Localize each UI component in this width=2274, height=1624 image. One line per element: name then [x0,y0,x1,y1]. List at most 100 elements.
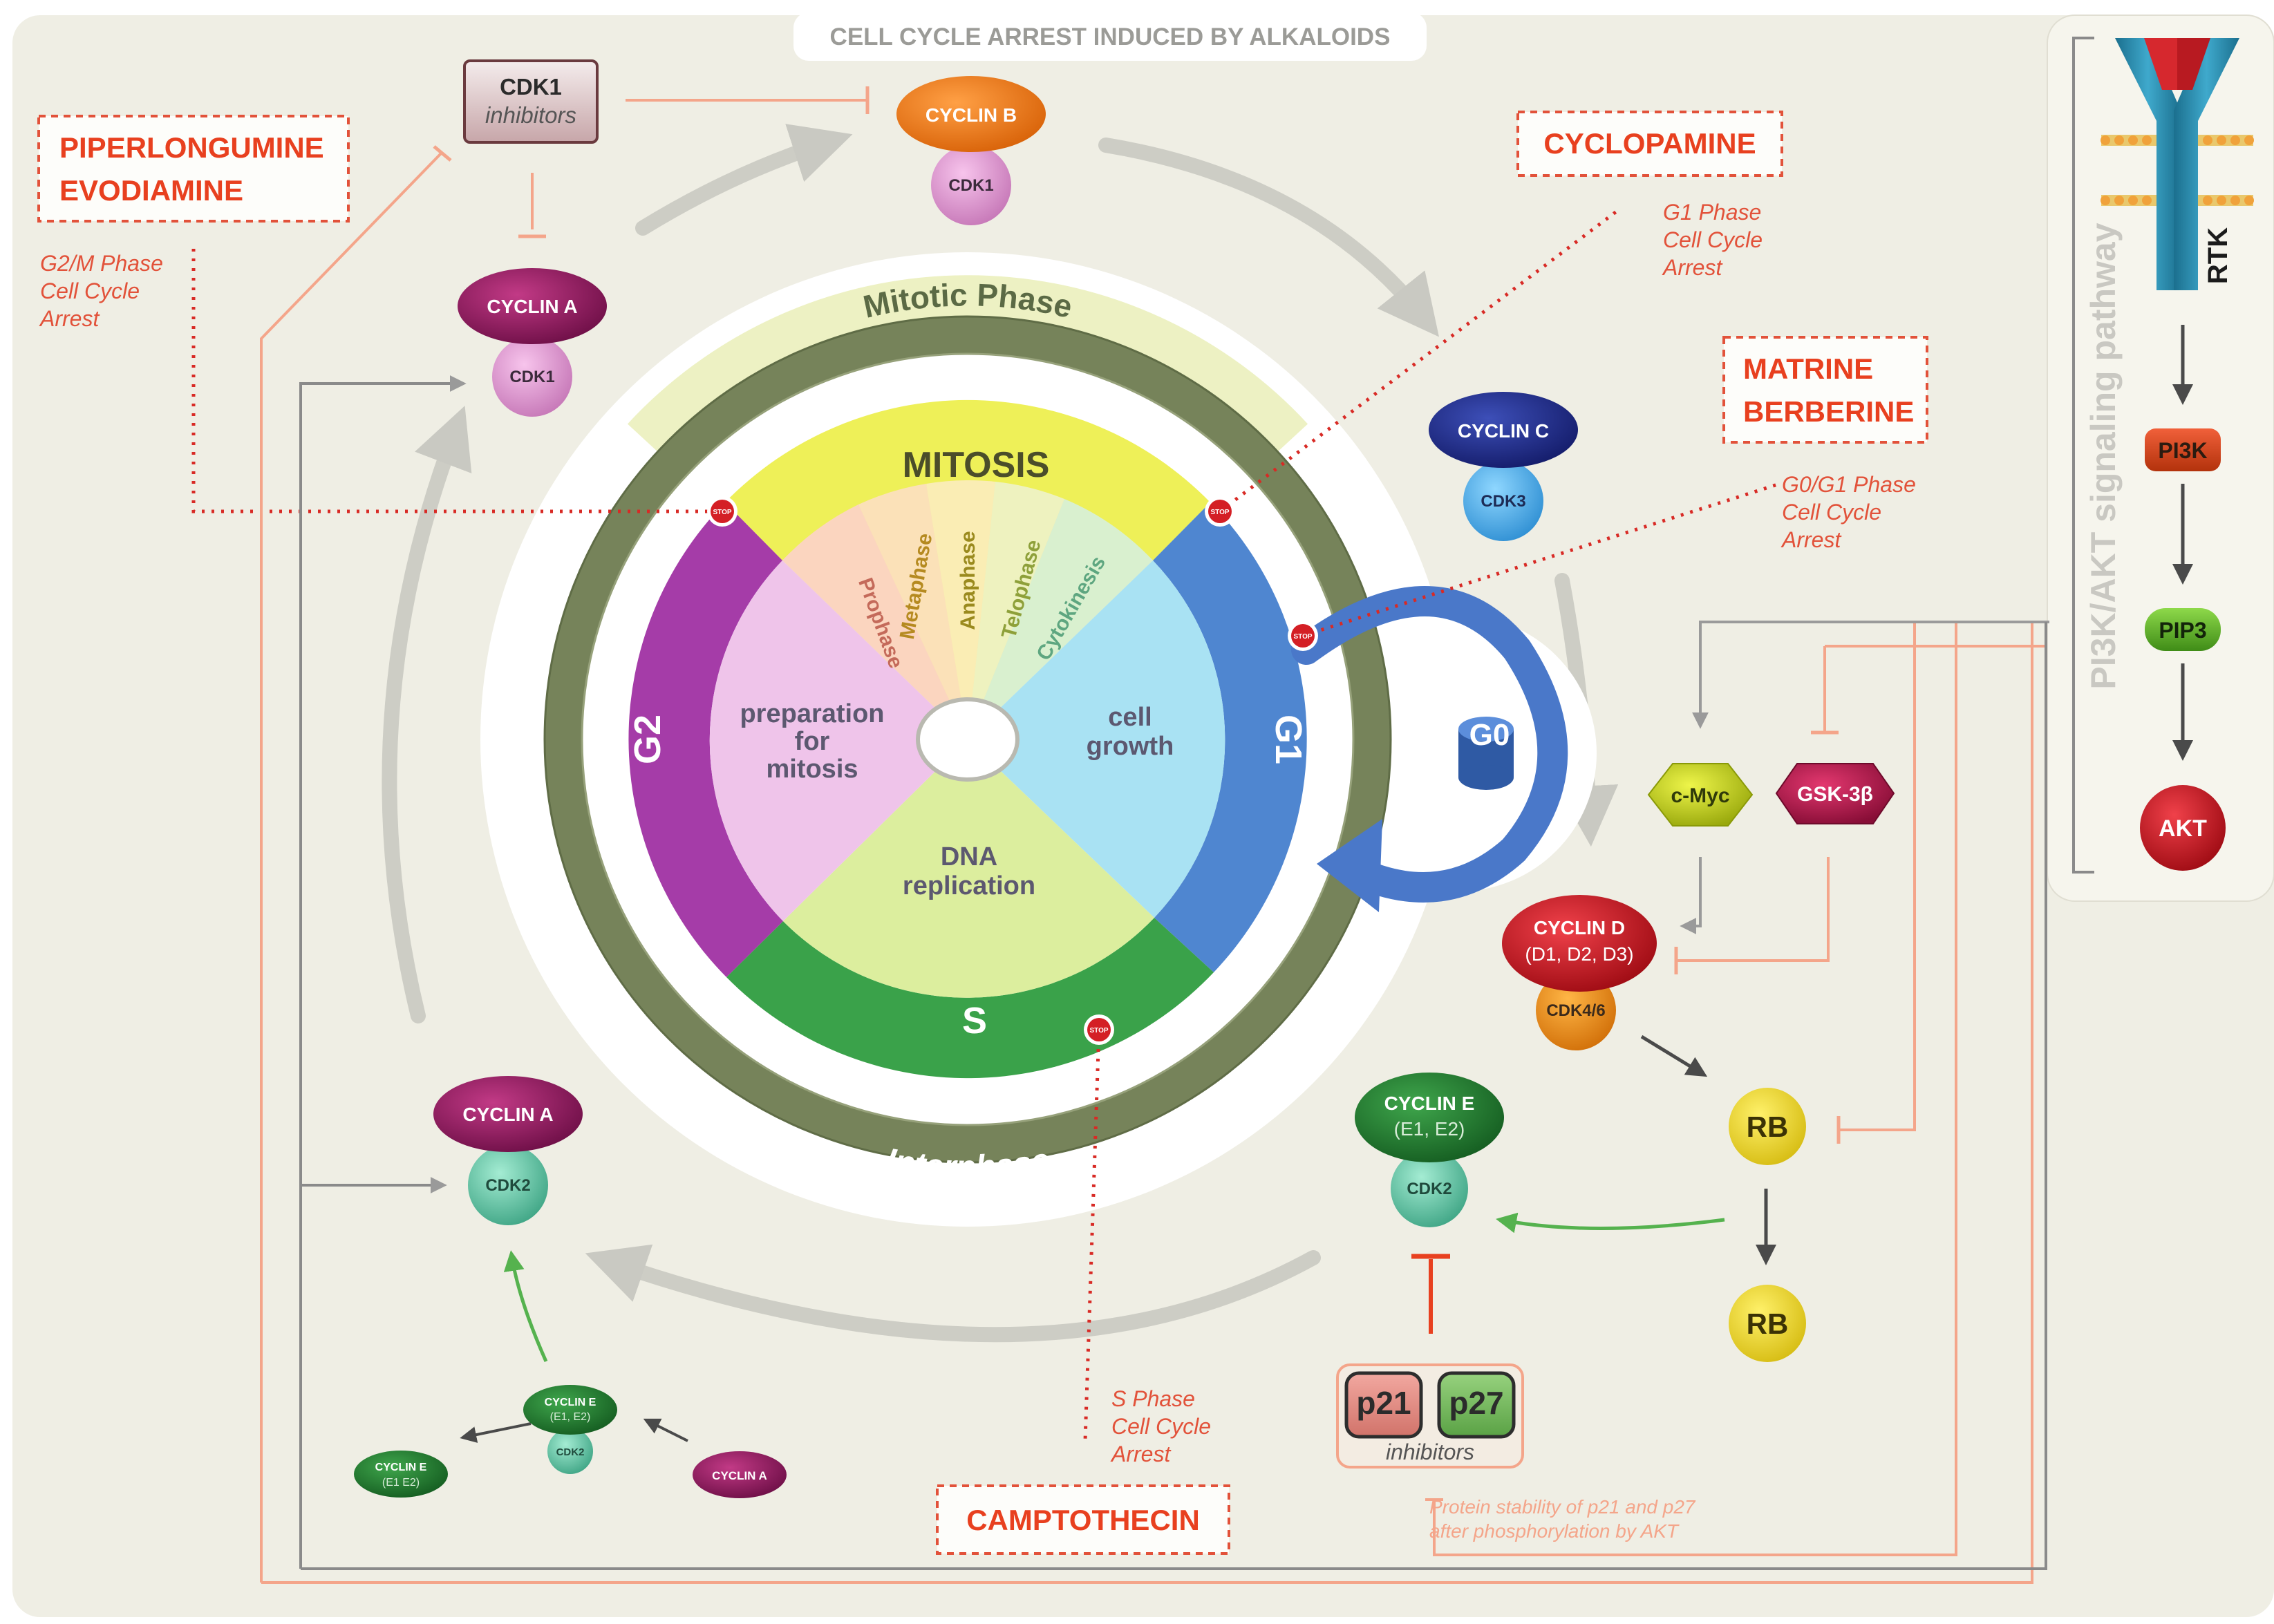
akt-node: AKT [2140,785,2226,871]
g1-text-2: growth [1087,732,1174,761]
cyclin-e-sub: (E1, E2) [1394,1118,1465,1140]
complex-small-cyclin-e-cdk2: CYCLIN E (E1, E2) CDK2 [523,1385,617,1474]
note-g1-3: Arrest [1662,255,1722,280]
connector-lines [260,86,2049,1584]
cyclin-b-cdk-label: CDK1 [948,176,993,195]
complex-cyclin-e-cdk2: CYCLIN E (E1, E2) CDK2 [1355,1073,1504,1227]
interphase-ring [544,316,1391,1163]
s-text-1: DNA [941,842,997,871]
g2-text-1: preparation [740,699,884,728]
small-cyclin-e-sub: (E1, E2) [550,1411,591,1423]
stop-sign-s: STOP [1084,1014,1114,1045]
alkaloid-box-cyclopamine: CYCLOPAMINE [1516,111,1783,177]
free-cyclin-a-label: CYCLIN A [712,1469,767,1482]
alkaloid-matrine: MATRINE [1743,352,1873,385]
phase-g1-label: G1 [1268,715,1309,764]
wheel-center-hole [916,697,1019,782]
alkaloid-box-matrine-berberine: MATRINE BERBERINE [1722,336,1928,444]
p21-label: p21 [1356,1385,1411,1421]
cdk1-inhibitors-name: CDK1 [500,74,562,100]
cyclin-d-label: CYCLIN D [1534,917,1625,938]
s-text-2: replication [903,871,1035,900]
cyclin-e-cdk-label: CDK2 [1407,1180,1451,1198]
stop-sign-label: STOP [713,509,731,516]
free-cyclin-e: CYCLIN E (E1 E2) [354,1451,448,1498]
c-myc-node: c-Myc [1647,763,1754,827]
p21-p27-inhibitors: p21 p27 inhibitors [1336,1363,1524,1469]
protein-stability-note-1: Protein stability of p21 and p27 [1429,1496,1696,1518]
alkaloid-evodiamine: EVODIAMINE [59,174,243,207]
stop-sign-g0g1: STOP [1288,621,1318,651]
alkaloid-cyclopamine: CYCLOPAMINE [1543,127,1756,160]
note-g0g1-3: Arrest [1780,527,1841,552]
note-g0g1-2: Cell Cycle [1782,500,1881,525]
cyclin-a2-cdk-label: CDK2 [485,1176,530,1195]
pi3k-label: PI3K [2158,438,2207,463]
phase-descriptions: preparation for mitosis cell growth DNA … [740,699,1174,900]
rb-node-2: RB [1729,1285,1806,1362]
rb-label-1: RB [1747,1111,1789,1143]
complex-cyclin-a-cdk2: CYCLIN A CDK2 [433,1076,583,1225]
stop-sign-label: STOP [1210,509,1229,516]
gsk3b-node: GSK-3β [1775,763,1895,824]
free-cyclin-a: CYCLIN A [693,1451,787,1498]
free-cyclin-e-sub: (E1 E2) [382,1477,420,1489]
note-g1-2: Cell Cycle [1663,227,1763,252]
pip3-node: PIP3 [2145,608,2221,651]
phase-g2-label: G2 [627,715,668,764]
cyclin-a-cdk-label: CDK1 [509,368,554,386]
small-cyclin-e-label: CYCLIN E [545,1397,596,1408]
cyclin-a-label: CYCLIN A [487,296,577,317]
cdk1-inhibitors-sub: inhibitors [485,102,576,128]
cyclin-c-label: CYCLIN C [1458,420,1549,442]
rb-label-2: RB [1747,1307,1789,1340]
title-tab [793,12,1427,61]
note-g2m-1: G2/M Phase [40,251,163,276]
inner-pie [709,480,1225,998]
g2-text-2: for [795,727,830,756]
note-g0g1-1: G0/G1 Phase [1782,472,1916,497]
alkaloid-box-camptothecin: CAMPTOTHECIN [936,1484,1230,1555]
pathway-title: PI3K/AKT signaling pathway [2084,223,2123,689]
phase-s-label: S [962,1000,987,1041]
complex-cyclin-a-cdk1: CYCLIN A CDK1 [458,268,607,417]
stage-anaphase: Anaphase [957,531,979,630]
note-s-1: S Phase [1111,1386,1195,1411]
complex-cyclin-d-cdk46: CYCLIN D (D1, D2, D3) CDK4/6 [1502,895,1657,1050]
cyclin-b-label: CYCLIN B [925,104,1017,126]
p27-label: p27 [1449,1385,1503,1421]
c-myc-label: c-Myc [1671,784,1729,807]
g0-arrowhead [1317,819,1382,912]
note-s-3: Arrest [1110,1442,1171,1466]
ring-edge-outer [543,315,1392,1164]
cyclin-d-cdk-label: CDK4/6 [1546,1001,1605,1020]
akt-label: AKT [2159,815,2207,842]
rtk-receptor [2101,38,2254,290]
complex-cyclin-b-cdk1: CYCLIN B CDK1 [896,76,1046,225]
arrest-notes: G2/M Phase Cell Cycle Arrest G1 Phase Ce… [39,200,1916,1466]
note-s-2: Cell Cycle [1111,1414,1211,1439]
complex-cyclin-c-cdk3: CYCLIN C CDK3 [1429,392,1578,541]
cyclin-c-cdk-label: CDK3 [1481,492,1525,511]
ring-edge-inner [581,352,1355,1126]
pip3-label: PIP3 [2159,618,2206,643]
note-g1-1: G1 Phase [1663,200,1761,225]
pi3k-node: PI3K [2145,428,2221,471]
g0-label: G0 [1469,718,1510,752]
diagram-title: CELL CYCLE ARREST INDUCED BY ALKALOIDS [830,23,1391,50]
cyclin-a2-label: CYCLIN A [462,1104,553,1125]
g2-text-3: mitosis [766,755,858,784]
mitotic-phase-arc [627,275,1308,466]
cdk1-inhibitors-box: CDK1 inhibitors [463,59,599,144]
mitosis-label: MITOSIS [903,445,1050,485]
free-cyclin-e-label: CYCLIN E [375,1462,427,1473]
stop-sign-label: STOP [1089,1027,1108,1035]
p21-p27-inhibitors-label: inhibitors [1386,1439,1474,1464]
small-cyclin-e-cdk: CDK2 [556,1446,585,1458]
g1-text-1: cell [1108,703,1152,732]
g0-cylinder [1458,717,1514,790]
note-g2m-3: Arrest [39,306,100,331]
alkaloid-piperlongumine: PIPERLONGUMINE [59,131,324,164]
gsk3b-label: GSK-3β [1797,783,1873,806]
alkaloid-box-piperlongumine-evodiamine: PIPERLONGUMINE EVODIAMINE [37,115,350,223]
